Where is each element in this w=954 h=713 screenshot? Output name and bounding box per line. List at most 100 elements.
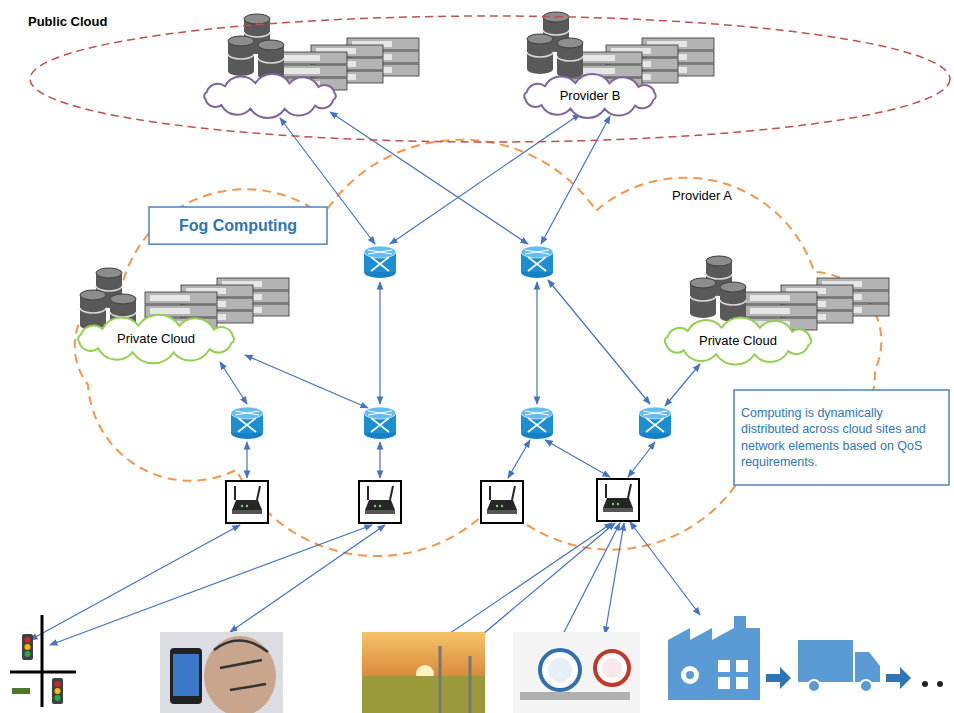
access-point-icon xyxy=(226,481,268,523)
server-cluster-icon xyxy=(527,52,553,57)
supply-chain-icon xyxy=(736,677,748,689)
wearable-photo xyxy=(160,632,283,713)
supply-chain-icon xyxy=(718,677,730,689)
network-links xyxy=(246,442,247,478)
network-links xyxy=(541,116,610,244)
server-cluster-icon xyxy=(557,56,583,61)
router-icon xyxy=(643,411,667,415)
supply-chain-icon xyxy=(808,680,820,692)
server-cluster-icon xyxy=(96,268,122,278)
cloud-label: Provider A xyxy=(672,188,732,204)
router-icon xyxy=(368,411,392,415)
router-icon xyxy=(371,418,389,432)
traffic-light-icon xyxy=(25,637,31,643)
access-point-icon xyxy=(379,505,381,507)
network-links xyxy=(560,523,620,640)
network-links xyxy=(630,522,700,615)
server-cluster-icon xyxy=(745,292,817,304)
network-links xyxy=(245,355,368,408)
server-cluster-icon xyxy=(228,36,254,46)
provider-cloud: Provider B xyxy=(515,74,665,118)
network-links xyxy=(230,525,385,632)
server-cluster-icon xyxy=(527,64,553,74)
wearable-photo xyxy=(170,648,202,704)
access-point-icon xyxy=(496,505,498,507)
router-icon xyxy=(231,407,263,439)
router-icon xyxy=(371,257,389,271)
traffic-light-icon xyxy=(55,695,61,701)
network-links xyxy=(605,523,624,634)
traffic-light-icon xyxy=(10,671,76,674)
server-cluster-icon xyxy=(750,295,790,301)
router-icon xyxy=(525,250,549,254)
supply-chain-icon xyxy=(922,681,928,687)
server-cluster-icon xyxy=(228,66,254,76)
private-cloud: Private Cloud xyxy=(68,316,244,362)
server-cluster-icon xyxy=(720,282,746,292)
meter-photo xyxy=(513,632,640,713)
supply-chain-icon xyxy=(668,616,943,700)
router-icon xyxy=(364,246,396,258)
callout-box-outline xyxy=(734,390,949,485)
access-point-icon xyxy=(359,481,401,523)
traffic-light-icon xyxy=(10,615,76,707)
callout-box-outline xyxy=(733,389,950,486)
network-links xyxy=(379,442,380,478)
server-cluster-icon xyxy=(527,34,553,44)
region-title-box-outline xyxy=(149,207,327,244)
public-cloud-region-outline xyxy=(30,16,950,142)
supply-chain-icon xyxy=(681,666,699,684)
meter-photo xyxy=(520,692,630,700)
network-links xyxy=(508,440,530,478)
supply-chain-icon xyxy=(668,616,760,700)
wearable-photo xyxy=(173,654,199,696)
network-links xyxy=(440,523,612,640)
traffic-light-icon xyxy=(55,688,61,694)
traffic-light-icon xyxy=(12,688,30,694)
access-point-icon xyxy=(606,484,631,498)
access-point-icon xyxy=(612,503,614,505)
server-cluster-icon xyxy=(244,14,270,24)
traffic-light-icon xyxy=(52,678,63,704)
supply-chain-icon xyxy=(736,660,748,672)
supply-chain-icon xyxy=(937,681,943,687)
access-point-icon xyxy=(603,498,633,508)
field-photo xyxy=(469,656,472,713)
private-cloud-outline xyxy=(78,315,234,364)
region-title: Fog Computing xyxy=(179,216,297,235)
access-point-icon xyxy=(603,508,633,512)
traffic-light-icon xyxy=(22,634,33,660)
router-icon xyxy=(235,411,259,415)
router-icon xyxy=(528,257,546,271)
network-links xyxy=(50,525,372,645)
meter-photo xyxy=(540,650,580,690)
cloud-label: Provider B xyxy=(560,88,621,104)
access-point-icon xyxy=(487,500,517,510)
public-cloud-region-outline xyxy=(28,14,952,144)
supply-chain-icon xyxy=(855,652,880,682)
router-icon xyxy=(368,250,392,254)
access-point-icon xyxy=(368,486,393,500)
server-cluster-icon xyxy=(110,312,136,317)
server-cluster-icon xyxy=(275,52,347,64)
field-photo xyxy=(362,632,485,713)
server-cluster-icon xyxy=(150,295,190,301)
wearable-photo xyxy=(214,640,268,690)
router-icon xyxy=(238,418,256,432)
router-icon xyxy=(646,418,664,432)
router-icon xyxy=(639,407,671,419)
field-photo xyxy=(362,676,485,713)
network-links xyxy=(545,440,610,477)
router-icon xyxy=(521,407,553,419)
wearable-photo xyxy=(204,636,276,713)
field-photo xyxy=(439,646,442,713)
router-icon xyxy=(521,246,553,278)
provider-cloud-outline xyxy=(204,74,336,118)
traffic-light-icon xyxy=(25,651,31,657)
network-links xyxy=(220,362,247,404)
server-cluster-icon xyxy=(80,290,106,300)
network-links xyxy=(30,112,700,645)
server-cluster-icon xyxy=(720,300,746,305)
traffic-light-icon xyxy=(25,644,31,650)
fog-region xyxy=(75,140,882,556)
